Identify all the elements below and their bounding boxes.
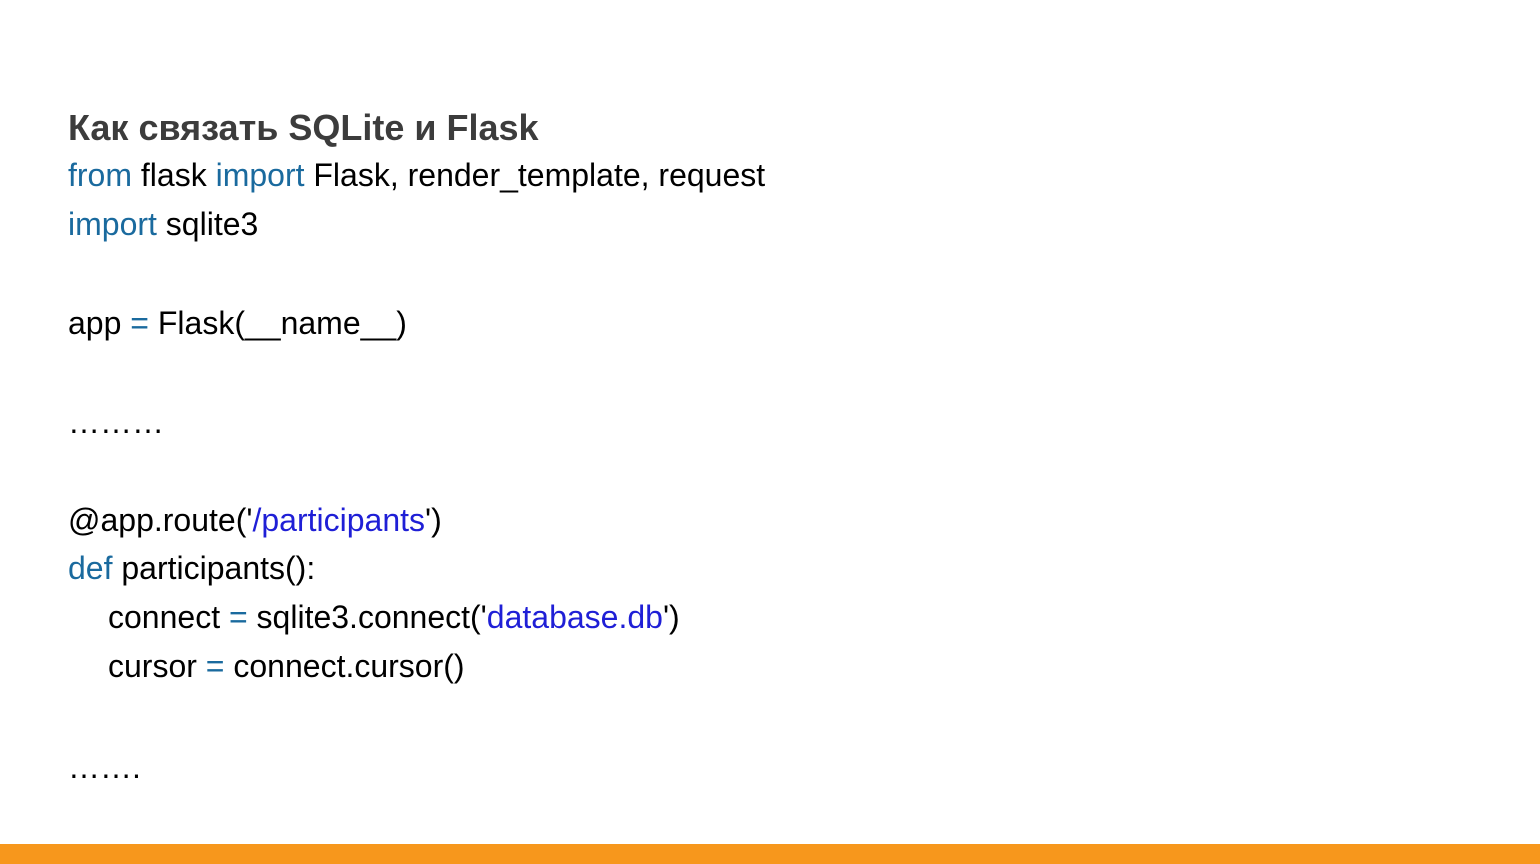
code-text: participants():	[112, 550, 316, 586]
code-text: Flask, render_template, request	[304, 157, 766, 193]
code-text: …….	[68, 749, 141, 785]
code-text: sqlite3.connect('	[247, 599, 487, 635]
string-literal: database.db	[486, 599, 663, 635]
code-text: ')	[425, 502, 442, 538]
code-line-import-sqlite: import sqlite3	[68, 204, 258, 244]
code-text: @app.route('	[68, 502, 253, 538]
operator-assign: =	[130, 305, 149, 341]
code-text: ………	[68, 404, 164, 440]
code-line-app: app = Flask(__name__)	[68, 303, 407, 343]
code-text: flask	[132, 157, 216, 193]
keyword-import: import	[68, 206, 157, 242]
keyword-from: from	[68, 157, 132, 193]
footer-accent-bar	[0, 844, 1540, 864]
operator-assign: =	[228, 599, 248, 635]
code-line-route-decorator: @app.route('/participants')	[68, 500, 442, 540]
code-line-ellipsis: ………	[68, 402, 164, 442]
code-line-cursor: cursor = connect.cursor()	[68, 646, 465, 686]
code-line-def: def participants():	[68, 548, 315, 588]
code-line-ellipsis-end: …….	[68, 747, 141, 787]
code-text: Flask(__name__)	[148, 305, 407, 341]
code-text: app	[68, 305, 131, 341]
slide-title: Как связать SQLite и Flask	[68, 107, 539, 148]
code-text: cursor	[108, 648, 206, 684]
code-text: ')	[662, 599, 680, 635]
code-text: connect	[108, 599, 229, 635]
keyword-def: def	[68, 550, 113, 586]
keyword-import: import	[215, 157, 305, 193]
code-line-import-flask: from flask import Flask, render_template…	[68, 155, 765, 195]
operator-assign: =	[205, 648, 225, 684]
code-line-connect: connect = sqlite3.connect('database.db')	[68, 597, 680, 637]
string-literal: /participants	[252, 502, 425, 538]
code-text: connect.cursor()	[224, 648, 465, 684]
code-text: sqlite3	[156, 206, 259, 242]
